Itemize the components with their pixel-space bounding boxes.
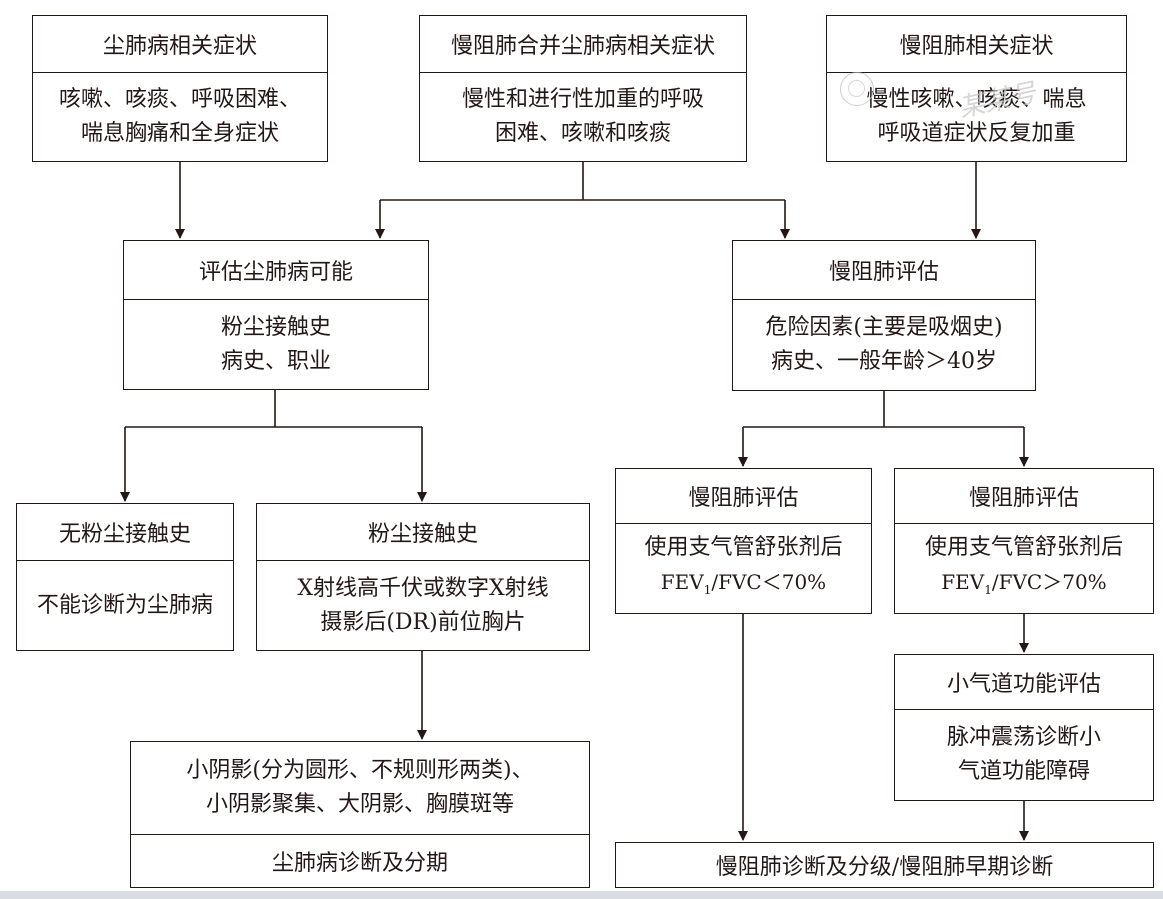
box-body: 粉尘接触史 病史、职业 bbox=[124, 300, 428, 389]
box-body: 不能诊断为尘肺病 bbox=[17, 561, 233, 650]
body-line: 慢性和进行性加重的呼吸 bbox=[461, 87, 704, 112]
body-line: 不能诊断为尘肺病 bbox=[36, 592, 213, 618]
body-line: 小阴影(分为圆形、不规则形两类)、 bbox=[186, 758, 534, 783]
box-body: 使用支气管舒张剂后 FEV1/FVC＜70% bbox=[616, 524, 871, 613]
box-title: 慢阻肺评估 bbox=[895, 469, 1153, 524]
fev1-subscript: 1 bbox=[703, 582, 712, 597]
fev1-subscript: 1 bbox=[984, 582, 992, 597]
body-line: 病史、一般年龄＞40岁 bbox=[771, 349, 997, 374]
box-title: 尘肺病相关症状 bbox=[33, 16, 327, 73]
box-copd-fev1-above-70: 慢阻肺评估 使用支气管舒张剂后 FEV1/FVC＞70% bbox=[894, 468, 1154, 614]
body-line: 困难、咳嗽和咳痰 bbox=[494, 121, 671, 146]
box-assess-pneumoconiosis: 评估尘肺病可能 粉尘接触史 病史、职业 bbox=[123, 240, 429, 390]
body-line: FEV1/FVC＞70% bbox=[941, 569, 1107, 597]
box-body: 危险因素(主要是吸烟史) 病史、一般年龄＞40岁 bbox=[733, 300, 1035, 390]
box-assess-copd: 慢阻肺评估 危险因素(主要是吸烟史) 病史、一般年龄＞40岁 bbox=[732, 240, 1036, 391]
box-title: 慢阻肺诊断及分级/慢阻肺早期诊断 bbox=[715, 855, 1054, 880]
body-line: 小阴影聚集、大阴影、胸膜斑等 bbox=[205, 792, 514, 817]
box-small-airway-assessment: 小气道功能评估 脉冲震荡诊断小 气道功能障碍 bbox=[894, 654, 1154, 801]
body-line: 脉冲震荡诊断小 bbox=[946, 725, 1101, 750]
body-line: X射线高千伏或数字X射线 bbox=[297, 575, 549, 601]
box-body: 咳嗽、咳痰、呼吸困难、 喘息胸痛和全身症状 bbox=[33, 73, 327, 161]
box-title: 无粉尘接触史 bbox=[17, 504, 233, 561]
box-title: 慢阻肺合并尘肺病相关症状 bbox=[420, 16, 746, 73]
body-line: 使用支气管舒张剂后 bbox=[644, 534, 843, 560]
box-body: 脉冲震荡诊断小 气道功能障碍 bbox=[895, 710, 1153, 800]
box-dust-exposure: 粉尘接触史 X射线高千伏或数字X射线 摄影后(DR)前位胸片 bbox=[256, 503, 590, 651]
body-line: 气道功能障碍 bbox=[957, 759, 1090, 784]
body-line: 喘息胸痛和全身症状 bbox=[80, 121, 279, 146]
box-body: X射线高千伏或数字X射线 摄影后(DR)前位胸片 bbox=[257, 561, 589, 650]
body-line: 粉尘接触史 bbox=[220, 314, 331, 340]
box-title: 慢阻肺评估 bbox=[733, 241, 1035, 300]
box-body: 小阴影(分为圆形、不规则形两类)、 小阴影聚集、大阴影、胸膜斑等 bbox=[131, 742, 589, 835]
body-line: FEV1/FVC＜70% bbox=[660, 569, 827, 597]
box-pneumoconiosis-symptoms: 尘肺病相关症状 咳嗽、咳痰、呼吸困难、 喘息胸痛和全身症状 bbox=[32, 15, 328, 162]
box-body: 慢性和进行性加重的呼吸 困难、咳嗽和咳痰 bbox=[420, 73, 746, 161]
body-line: 摄影后(DR)前位胸片 bbox=[320, 609, 526, 635]
watermark-seal-icon bbox=[840, 72, 874, 106]
box-body: 使用支气管舒张剂后 FEV1/FVC＞70% bbox=[895, 524, 1153, 613]
body-line: 使用支气管舒张剂后 bbox=[924, 534, 1123, 560]
box-title: 评估尘肺病可能 bbox=[124, 241, 428, 300]
box-title: 慢阻肺相关症状 bbox=[827, 16, 1126, 73]
box-pneumoconiosis-diagnosis: 小阴影(分为圆形、不规则形两类)、 小阴影聚集、大阴影、胸膜斑等 尘肺病诊断及分… bbox=[130, 741, 590, 888]
body-line: 危险因素(主要是吸烟史) bbox=[765, 315, 1003, 340]
body-line: 病史、职业 bbox=[220, 348, 331, 374]
box-copd-with-pneumoconiosis-symptoms: 慢阻肺合并尘肺病相关症状 慢性和进行性加重的呼吸 困难、咳嗽和咳痰 bbox=[419, 15, 747, 162]
box-copd-diagnosis: 慢阻肺诊断及分级/慢阻肺早期诊断 bbox=[615, 842, 1154, 888]
box-body: 慢性咳嗽、咳痰、喘息 呼吸道症状反复加重 bbox=[827, 73, 1126, 161]
bottom-bar bbox=[0, 891, 1163, 899]
box-title: 粉尘接触史 bbox=[257, 504, 589, 561]
box-title: 慢阻肺评估 bbox=[616, 469, 871, 524]
body-line: 呼吸道症状反复加重 bbox=[877, 121, 1076, 146]
body-line: 咳嗽、咳痰、呼吸困难、 bbox=[58, 87, 301, 112]
box-no-dust-exposure: 无粉尘接触史 不能诊断为尘肺病 bbox=[16, 503, 234, 651]
box-copd-fev1-below-70: 慢阻肺评估 使用支气管舒张剂后 FEV1/FVC＜70% bbox=[615, 468, 872, 614]
box-copd-symptoms: 慢阻肺相关症状 慢性咳嗽、咳痰、喘息 呼吸道症状反复加重 bbox=[826, 15, 1127, 162]
box-title: 尘肺病诊断及分期 bbox=[271, 851, 448, 876]
body-line: 慢性咳嗽、咳痰、喘息 bbox=[866, 87, 1087, 112]
box-title: 小气道功能评估 bbox=[895, 655, 1153, 710]
